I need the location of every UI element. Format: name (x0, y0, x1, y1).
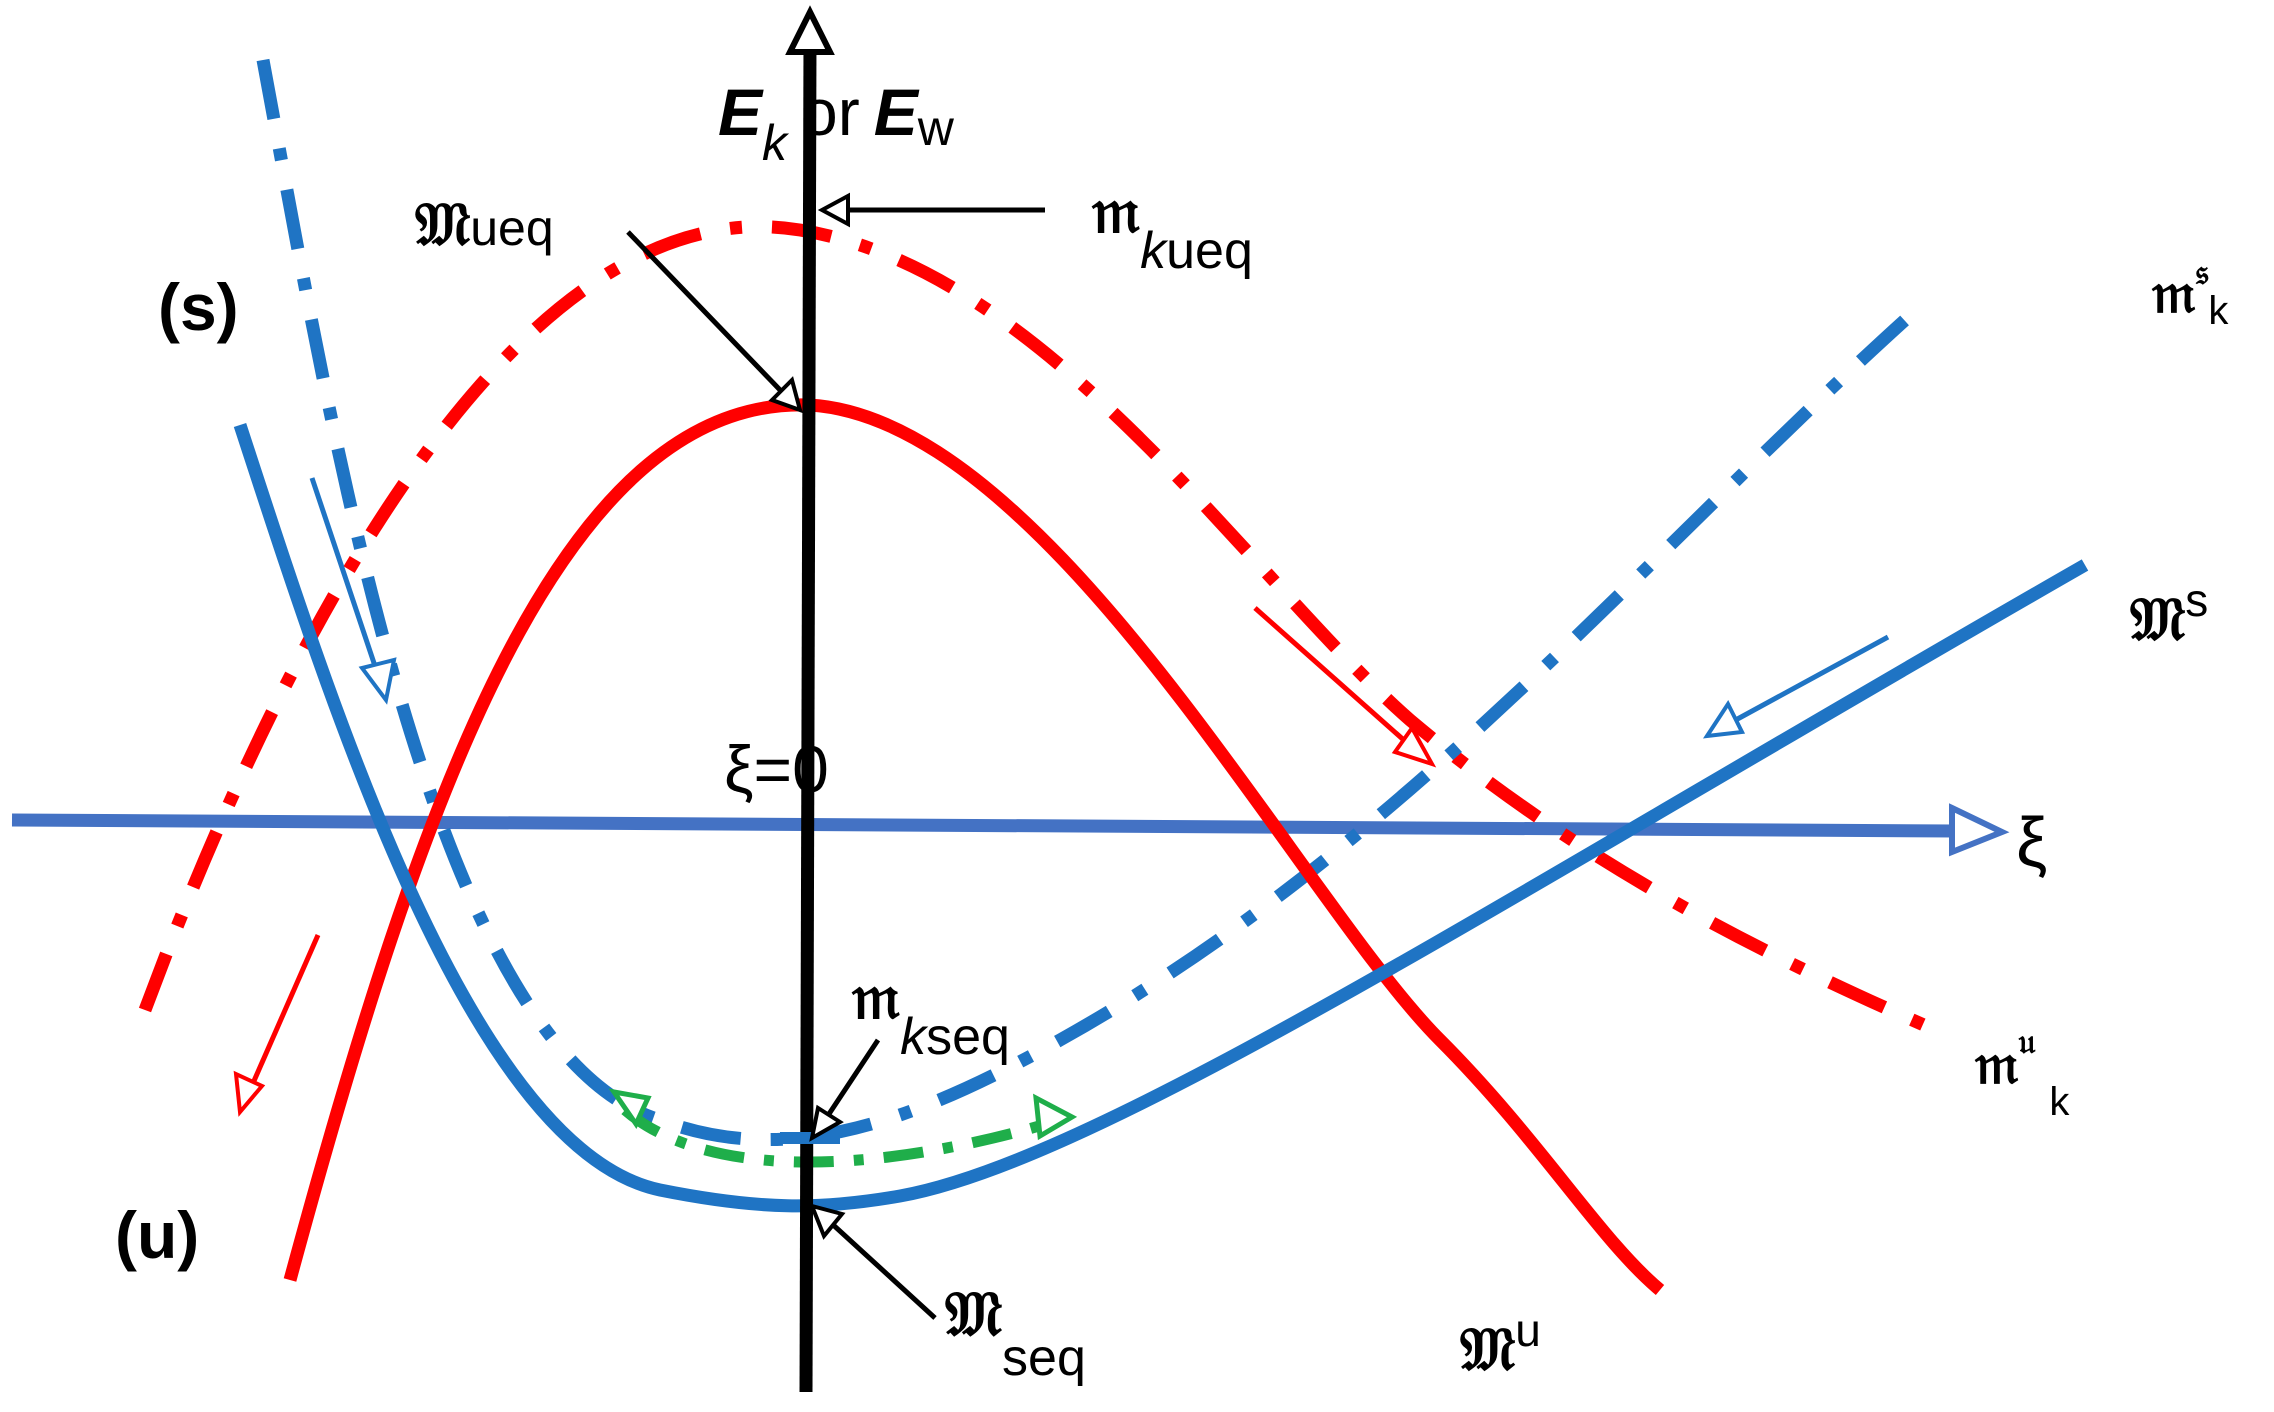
pointer-Mseq (828, 1220, 937, 1320)
mkueq-label: 𝔪kueq (1091, 173, 1253, 280)
origin-label: ξ=0 (724, 732, 829, 806)
pointer-mkseq (822, 1038, 881, 1122)
blue-solid-curve-Ms (233, 422, 2089, 1213)
red-flow-arrow-left (247, 933, 321, 1092)
blue-flow-arrow-left (309, 477, 381, 676)
red-flow-arrowhead-left (233, 1070, 266, 1117)
blue-flow-arrowhead-left (358, 657, 397, 705)
Mu-label: 𝔐u (1460, 1304, 1541, 1385)
mku-label: 𝔪𝔲k (1974, 1022, 2070, 1124)
pointer-Mueq-head (768, 376, 803, 414)
pointer-mkseq-head (809, 1104, 844, 1142)
green-arrowhead-right (1033, 1093, 1078, 1141)
energy-axis (799, 39, 817, 1393)
red-dashdot-curve-mku (138, 220, 1938, 1036)
xi-axis (11, 813, 1956, 838)
pointer-mkueq-head (817, 192, 850, 228)
Mueq-label: 𝔐ueq (415, 190, 554, 260)
Mseq-label: 𝔐seq (945, 1277, 1086, 1387)
blue-flow-arrow-right (1730, 634, 1890, 725)
unstable-branch-label: (u) (115, 1198, 199, 1272)
mkseq-label: 𝔪kseq (851, 959, 1010, 1066)
energy-axis-arrowhead (785, 5, 835, 55)
x-axis-label: ξ (2016, 803, 2047, 881)
xi-axis-arrowhead (1949, 803, 2010, 857)
blue-flow-arrowhead-right (1702, 699, 1746, 739)
pointer-Mseq-head (808, 1203, 846, 1240)
red-flow-arrow-right (1253, 606, 1417, 752)
Ms-label: 𝔐s (2130, 574, 2208, 655)
red-flow-arrowhead-right (1391, 724, 1437, 768)
stable-branch-label: (s) (158, 270, 239, 344)
green-arrowhead-left (608, 1088, 652, 1130)
mks-label: 𝔪𝔰k (2151, 253, 2229, 333)
green-dashdot-curve (621, 1105, 1062, 1168)
pointer-Mueq (626, 230, 784, 394)
red-solid-curve-Mu (283, 398, 1665, 1295)
